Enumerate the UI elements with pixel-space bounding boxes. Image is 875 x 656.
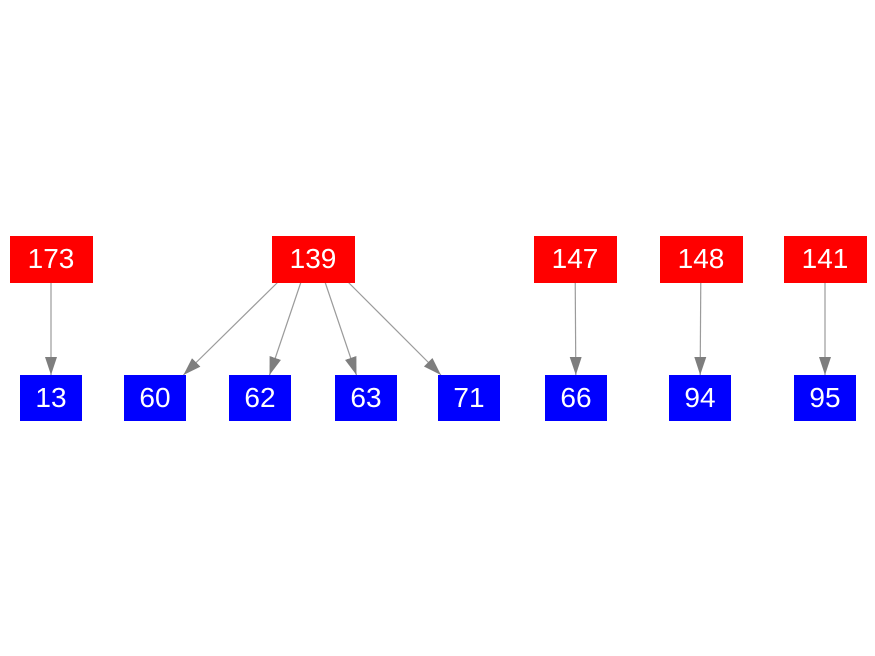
node-139: 139	[271, 235, 355, 283]
node-95: 95	[794, 375, 856, 421]
edge-139-60	[183, 282, 278, 376]
edge-147-66	[569, 282, 582, 376]
node-94: 94	[669, 375, 731, 421]
node-63: 63	[335, 375, 397, 421]
node-148: 148	[659, 235, 743, 283]
edge-148-94	[694, 282, 707, 376]
edge-group	[45, 282, 831, 376]
node-147: 147	[533, 235, 617, 283]
node-173: 173	[9, 235, 93, 283]
edge-139-71	[348, 282, 442, 376]
node-62: 62	[229, 375, 291, 421]
edge-139-62	[268, 282, 302, 376]
node-66: 66	[545, 375, 607, 421]
node-13: 13	[20, 375, 82, 421]
node-60: 60	[124, 375, 186, 421]
edge-139-63	[324, 282, 358, 376]
node-71: 71	[438, 375, 500, 421]
node-141: 141	[783, 235, 867, 283]
